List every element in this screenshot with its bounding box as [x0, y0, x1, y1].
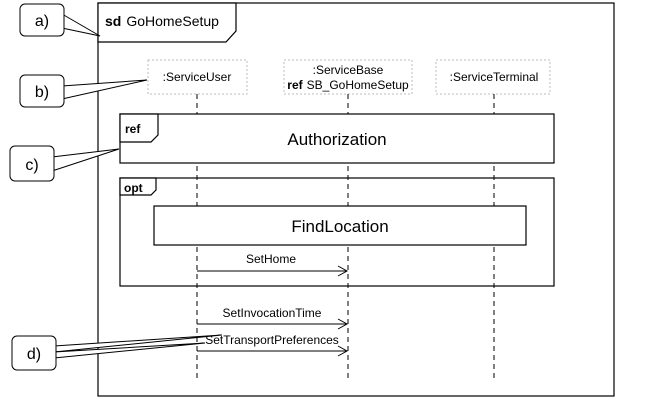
opt-operator-label: opt — [124, 181, 143, 195]
message-settransportpreferences-label: SetTransportPreferences — [205, 333, 339, 347]
callout-b-label: b) — [35, 84, 49, 101]
callout-d-pointer-upper — [53, 334, 223, 353]
callout-d-label: d) — [27, 346, 41, 363]
callout-b-pointer — [61, 79, 148, 100]
sd-name: GoHomeSetup — [126, 13, 219, 29]
message-sethome-label: SetHome — [246, 252, 296, 266]
callout-c-pointer — [51, 148, 120, 172]
callout-d — [11, 335, 57, 371]
callout-a-pointer — [61, 13, 101, 37]
lifeline-head-service-terminal — [435, 59, 551, 95]
sd-frame-title: sd GoHomeSetup — [105, 13, 219, 29]
lifeline-label-service-terminal: :ServiceTerminal — [450, 70, 539, 84]
ref-fragment-tab — [119, 113, 159, 143]
lifeline-label-service-base: :ServiceBase — [313, 63, 384, 77]
callout-d-pointer-lower — [53, 342, 206, 359]
opt-fragment — [119, 177, 555, 287]
ref-operator-label: ref — [125, 122, 141, 136]
lifeline-ref-name: SB_GoHomeSetup — [307, 78, 409, 92]
callout-b — [19, 74, 65, 108]
lifeline-ref-service-base: ref SB_GoHomeSetup — [287, 78, 409, 92]
callout-c — [9, 145, 55, 182]
message-settransportpreferences-arrowhead — [337, 345, 349, 357]
find-location-box — [153, 205, 527, 246]
message-setinvocationtime-arrowhead — [337, 318, 349, 330]
message-setinvocationtime-label: SetInvocationTime — [223, 306, 322, 320]
callout-c-label: c) — [25, 157, 38, 174]
callout-a-label: a) — [35, 13, 49, 30]
callout-a — [19, 3, 65, 37]
authorization-label: Authorization — [287, 130, 386, 149]
sd-keyword: sd — [105, 13, 121, 29]
opt-fragment-tab — [119, 177, 157, 196]
message-sethome-arrowhead — [337, 265, 349, 277]
find-location-label: FindLocation — [291, 217, 388, 236]
lifeline-head-service-user — [147, 59, 248, 95]
lifeline-label-service-user: :ServiceUser — [163, 70, 232, 84]
lifeline-ref-keyword: ref — [287, 78, 303, 92]
